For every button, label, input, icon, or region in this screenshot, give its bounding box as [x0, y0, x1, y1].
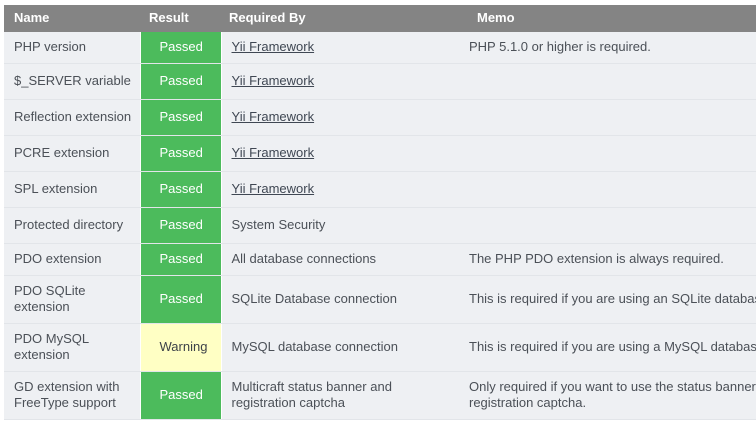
status-badge: Passed — [139, 243, 222, 276]
required-by-text: MySQL database connection — [231, 339, 398, 354]
table-header-row: Name Result Required By Memo — [4, 5, 756, 32]
cell-required-by: Yii Framework — [221, 171, 459, 208]
memo-text: The PHP PDO extension is always required… — [469, 251, 724, 266]
status-badge: Passed — [139, 135, 222, 172]
status-badge-label: Warning — [159, 339, 208, 354]
table-row: SPL extension Passed Yii Framework — [4, 171, 756, 208]
cell-required-by: All database connections — [221, 243, 459, 276]
status-badge-label: Passed — [159, 109, 203, 124]
cell-required-by: System Security — [221, 207, 459, 244]
table-row: PCRE extension Passed Yii Framework — [4, 135, 756, 172]
cell-memo — [459, 99, 756, 136]
status-badge: Passed — [139, 32, 222, 64]
memo-text: PHP 5.1.0 or higher is required. — [469, 39, 651, 54]
status-badge-label: Passed — [159, 73, 203, 88]
status-badge-label: Passed — [159, 145, 203, 160]
memo-text: Only required if you want to use the sta… — [469, 379, 756, 410]
status-badge-label: Passed — [159, 181, 203, 196]
cell-requirement-name: PHP version — [4, 32, 140, 64]
required-by-text: All database connections — [231, 251, 377, 266]
cell-requirement-name: SPL extension — [4, 171, 140, 208]
cell-memo: This is required if you are using an SQL… — [459, 275, 756, 324]
status-badge: Passed — [139, 275, 222, 324]
memo-text: This is required if you are using an SQL… — [469, 291, 756, 306]
cell-required-by: MySQL database connection — [221, 323, 459, 372]
cell-memo: PHP 5.1.0 or higher is required. — [459, 32, 756, 64]
status-badge: Passed — [139, 207, 222, 244]
cell-requirement-name: PDO MySQL extension — [4, 323, 140, 372]
required-by-text: System Security — [231, 217, 326, 232]
cell-requirement-name: Protected directory — [4, 207, 140, 244]
memo-text: This is required if you are using a MySQ… — [469, 339, 756, 354]
required-by-link[interactable]: Yii Framework — [231, 109, 315, 124]
cell-requirement-name: PDO SQLite extension — [4, 275, 140, 324]
system-requirements-table: Name Result Required By Memo PHP version… — [4, 5, 756, 420]
status-badge-label: Passed — [159, 39, 203, 54]
cell-required-by: SQLite Database connection — [221, 275, 459, 324]
status-badge: Passed — [139, 99, 222, 136]
table-row: $_SERVER variable Passed Yii Framework — [4, 63, 756, 100]
cell-requirement-name: PCRE extension — [4, 135, 140, 172]
cell-required-by: Yii Framework — [221, 63, 459, 100]
column-header-required-by: Required By — [221, 5, 459, 32]
required-by-text: SQLite Database connection — [231, 291, 398, 306]
table-row: PDO extension Passed All database connecti… — [4, 243, 756, 276]
status-badge-label: Passed — [159, 251, 203, 266]
cell-requirement-name: Reflection extension — [4, 99, 140, 136]
cell-requirement-name: $_SERVER variable — [4, 63, 140, 100]
required-by-text: Multicraft status banner and registratio… — [231, 379, 392, 410]
table-row: Reflection extension Passed Yii Framework — [4, 99, 756, 136]
cell-required-by: Yii Framework — [221, 32, 459, 64]
table-row: PHP version Passed Yii Framework PHP 5.1.0 … — [4, 32, 756, 64]
cell-requirement-name: GD extension with FreeType support — [4, 371, 140, 420]
column-header-memo: Memo — [459, 5, 756, 32]
required-by-link[interactable]: Yii Framework — [231, 73, 315, 88]
table-row: PDO MySQL extension Warning MySQL database… — [4, 323, 756, 372]
required-by-link[interactable]: Yii Framework — [231, 39, 315, 54]
required-by-link[interactable]: Yii Framework — [231, 181, 315, 196]
status-badge: Passed — [139, 171, 222, 208]
cell-memo — [459, 135, 756, 172]
status-badge-label: Passed — [159, 217, 203, 232]
column-header-result: Result — [140, 5, 221, 32]
cell-requirement-name: PDO extension — [4, 243, 140, 276]
cell-memo: The PHP PDO extension is always required… — [459, 243, 756, 276]
cell-required-by: Multicraft status banner and registratio… — [221, 371, 459, 420]
column-header-name: Name — [4, 5, 140, 32]
status-badge-label: Passed — [159, 291, 203, 306]
table-row: PDO SQLite extension Passed SQLite Databas… — [4, 275, 756, 324]
status-badge: Passed — [139, 63, 222, 100]
cell-memo: This is required if you are using a MySQ… — [459, 323, 756, 372]
cell-memo — [459, 171, 756, 208]
table-row: Protected directory Passed System Security — [4, 207, 756, 244]
table-row: GD extension with FreeType support Passed… — [4, 371, 756, 420]
status-badge-label: Passed — [159, 387, 203, 402]
status-badge: Warning — [139, 323, 222, 372]
table-header: Name Result Required By Memo — [4, 5, 756, 32]
cell-memo — [459, 63, 756, 100]
cell-required-by: Yii Framework — [221, 99, 459, 136]
cell-memo — [459, 207, 756, 244]
cell-required-by: Yii Framework — [221, 135, 459, 172]
required-by-link[interactable]: Yii Framework — [231, 145, 315, 160]
status-badge: Passed — [139, 371, 222, 420]
cell-memo: Only required if you want to use the sta… — [459, 371, 756, 420]
